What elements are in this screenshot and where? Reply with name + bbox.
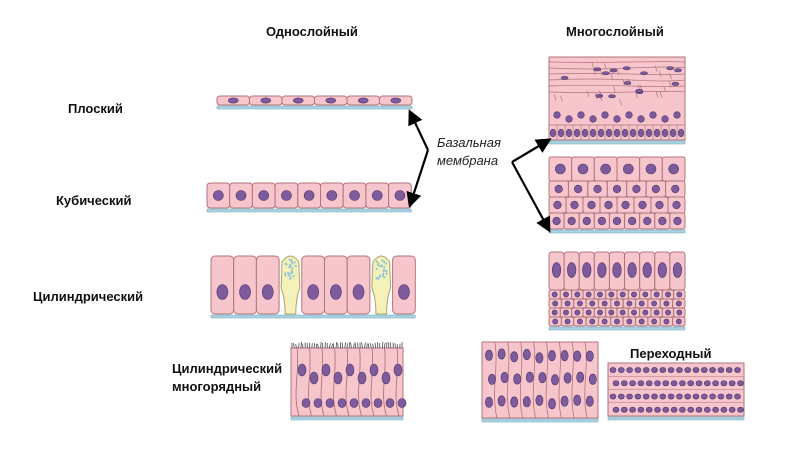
row-label-pseudostratified: Цилиндрический многорядный [172, 360, 282, 395]
tissue-transitional-relaxed [481, 341, 599, 423]
tissue-simple-cuboidal [206, 182, 412, 213]
tissue-simple-squamous [216, 95, 413, 110]
tissue-transitional-stretched [607, 362, 745, 421]
arrow-to-stratified-flat [511, 138, 552, 163]
tissue-pseudostratified [290, 341, 407, 421]
tissue-simple-columnar [210, 255, 416, 319]
basal-membrane-label: Базальная мембрана [437, 134, 501, 169]
arrow-to-cubic [406, 149, 430, 208]
row-label-pseudo-line2: многорядный [172, 378, 262, 394]
row-label-flat: Плоский [68, 101, 123, 116]
arrow-to-flat [408, 109, 429, 151]
transitional-label: Переходный [630, 346, 712, 361]
membrane-arrows [406, 109, 552, 233]
row-label-cylindrical: Цилиндрический [33, 289, 144, 304]
arrow-to-stratified-cubic [511, 161, 551, 233]
membrane-label-line1: Базальная [437, 135, 501, 150]
header-single-layer: Однослойный [266, 24, 358, 39]
tissue-stratified-cuboidal [548, 156, 686, 234]
tissue-stratified-squamous [548, 56, 686, 145]
row-label-pseudo-line1: Цилиндрический [172, 361, 283, 376]
membrane-label-line2: мембрана [437, 152, 499, 168]
row-label-cubic: Кубический [56, 193, 132, 208]
header-multi-layer: Многослойный [566, 24, 664, 39]
tissue-stratified-columnar [548, 251, 686, 331]
